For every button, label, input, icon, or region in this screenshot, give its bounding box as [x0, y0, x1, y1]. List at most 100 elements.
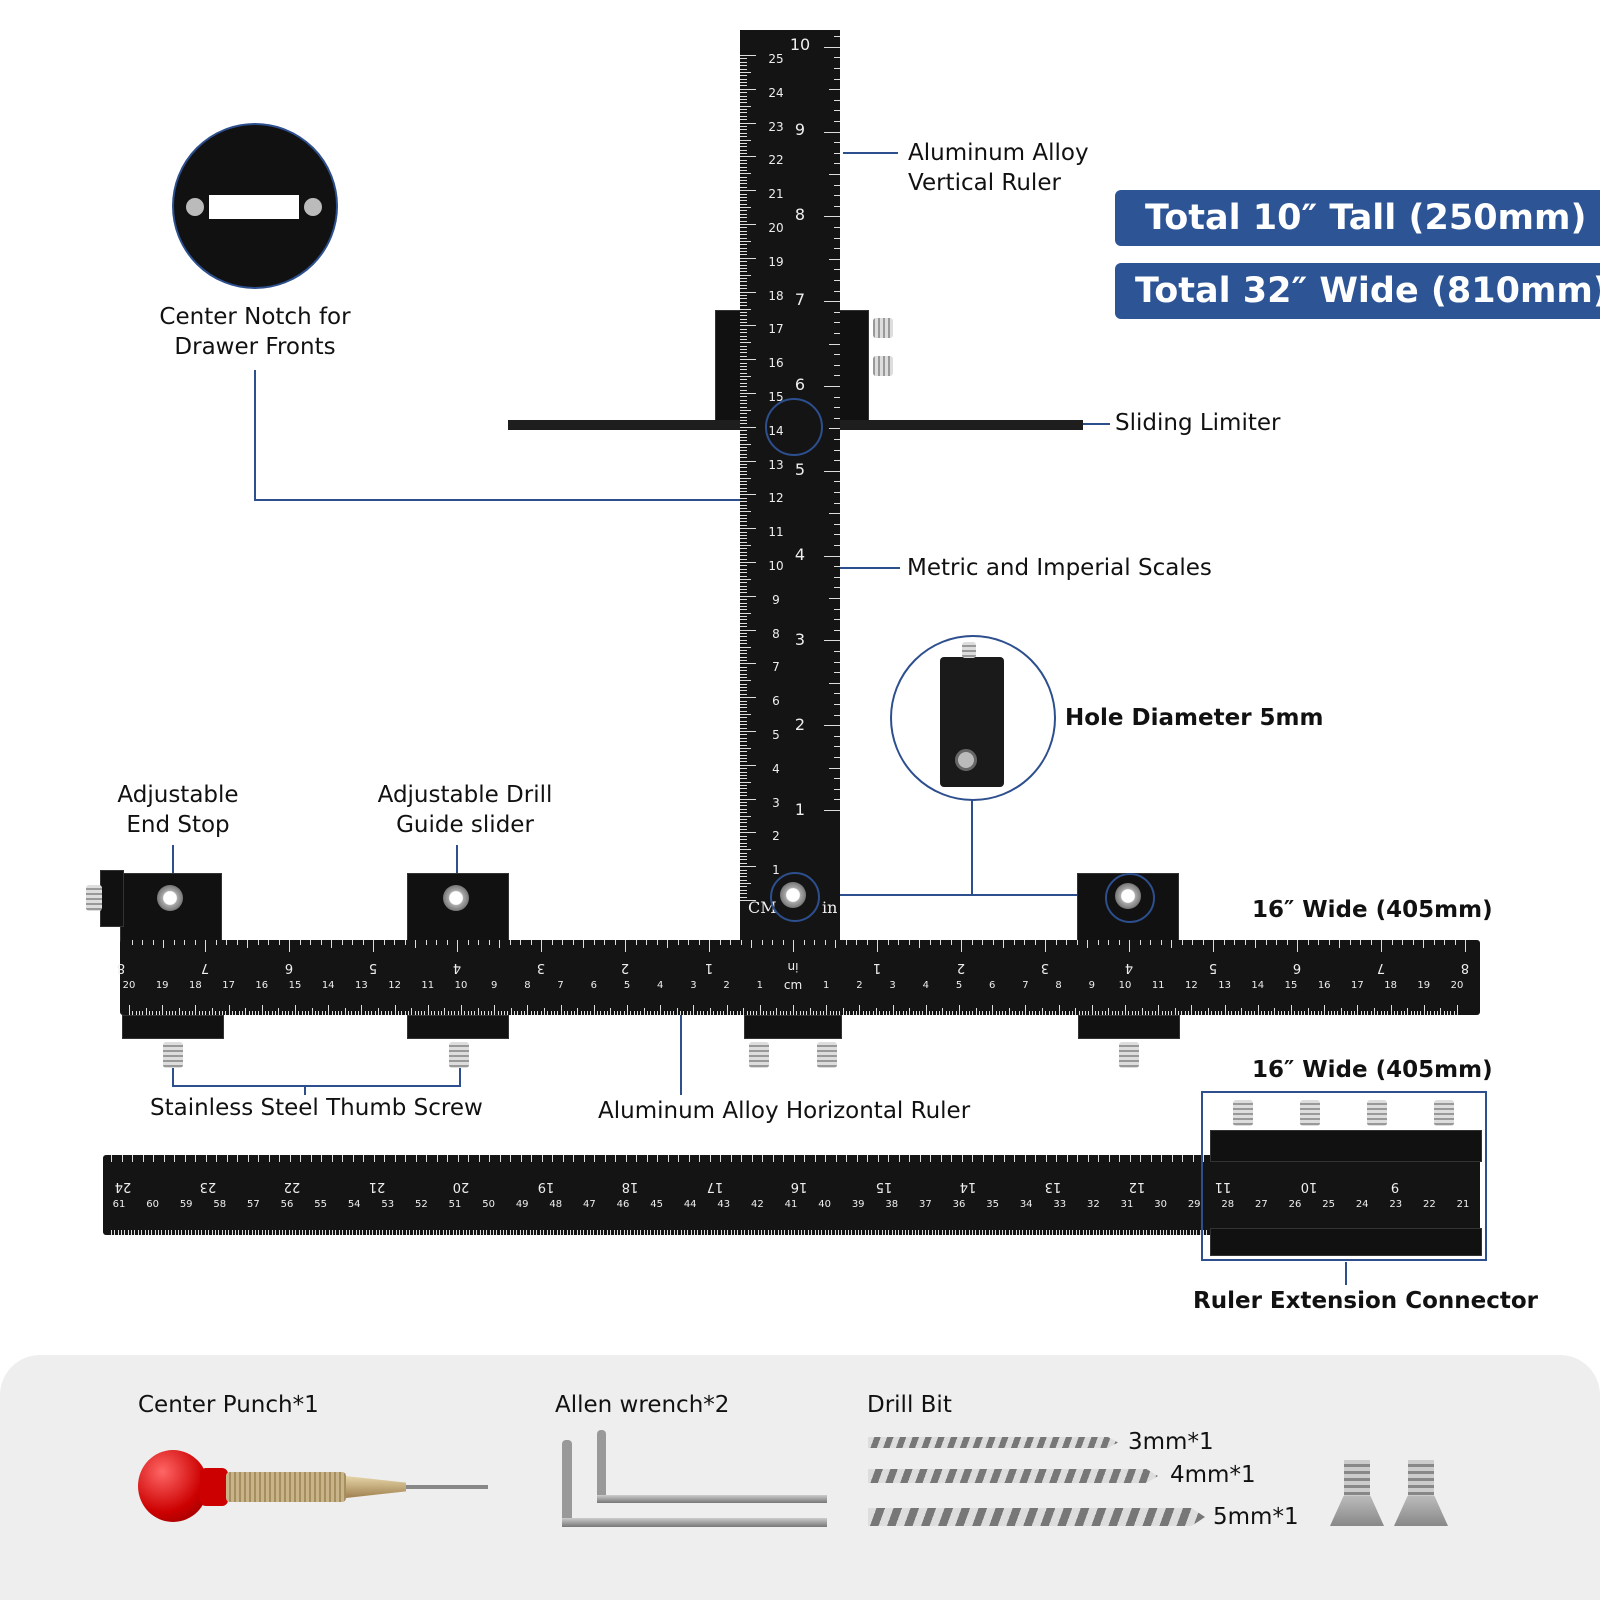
- cm-tick: [740, 193, 747, 195]
- cm-tick: [324, 1011, 326, 1015]
- cm-tick: [402, 1230, 404, 1235]
- cm-number: 55: [314, 1199, 327, 1210]
- inch-tick: [1171, 1155, 1173, 1162]
- cm-tick: [740, 217, 747, 219]
- inch-tick: [215, 940, 217, 945]
- cm-tick: [191, 1230, 193, 1235]
- cm-tick: [740, 457, 747, 459]
- inch-number: 1: [794, 800, 806, 819]
- cm-tick: [740, 666, 747, 668]
- thumb-screw[interactable]: [163, 1042, 183, 1068]
- drill-bit-3mm-icon: [868, 1437, 1118, 1448]
- inch-tick: [1234, 940, 1235, 945]
- cm-tick: [740, 791, 747, 793]
- cm-tick: [733, 1011, 735, 1015]
- cm-tick: [646, 1011, 648, 1015]
- cm-tick: [710, 1230, 712, 1235]
- cm-tick: [195, 1005, 197, 1015]
- cm-tick: [740, 626, 747, 628]
- cm-tick: [387, 1011, 389, 1015]
- cm-tick: [1443, 1011, 1445, 1015]
- cm-tick: [245, 1230, 246, 1235]
- inch-tick: [1307, 940, 1309, 945]
- cm-number: 51: [448, 1199, 462, 1210]
- thumb-screw[interactable]: [817, 1042, 837, 1068]
- cm-tick: [566, 1230, 568, 1235]
- inch-tick: [834, 746, 840, 748]
- cm-tick: [756, 1011, 758, 1015]
- cm-tick: [265, 1230, 267, 1235]
- cm-tick: [952, 1011, 954, 1015]
- cm-tick: [740, 575, 747, 577]
- center-notch-highlight: [765, 398, 823, 456]
- thumb-screw[interactable]: [1119, 1042, 1139, 1068]
- inch-tick: [751, 1155, 753, 1162]
- thumb-screw[interactable]: [1434, 1100, 1454, 1126]
- inch-tick: [268, 940, 269, 945]
- inch-tick: [1412, 940, 1414, 945]
- cm-tick: [261, 1005, 263, 1015]
- cm-tick: [740, 149, 747, 151]
- cm-tick: [1022, 1011, 1024, 1015]
- cm-tick: [982, 1011, 984, 1015]
- cm-tick: [740, 190, 756, 192]
- cm-tick: [740, 656, 747, 658]
- inch-tick: [205, 940, 206, 952]
- inch-tick: [341, 940, 343, 945]
- cm-tick: [740, 649, 747, 651]
- thumb-screw[interactable]: [873, 356, 893, 376]
- cm-tick: [740, 112, 747, 114]
- cm-tick: [617, 1011, 619, 1015]
- inch-tick: [834, 704, 840, 705]
- cm-tick: [740, 365, 747, 367]
- thumb-screw[interactable]: [449, 1042, 469, 1068]
- cm-tick: [271, 1011, 273, 1015]
- cm-tick: [587, 1011, 589, 1015]
- cm-tick: [799, 1011, 801, 1015]
- cm-tick: [740, 545, 751, 547]
- inch-tick: [993, 1155, 994, 1162]
- cm-number: 9: [1088, 980, 1095, 991]
- inch-number: 1: [872, 960, 882, 975]
- inch-tick: [919, 1155, 921, 1162]
- cm-number: 50: [482, 1199, 495, 1210]
- inch-tick: [834, 375, 840, 377]
- cm-tick: [657, 1230, 659, 1235]
- inch-tick: [829, 598, 840, 599]
- screw-icon: [186, 198, 204, 216]
- cm-tick: [740, 724, 747, 726]
- cm-tick: [1035, 1011, 1037, 1015]
- inch-tick: [950, 940, 952, 945]
- cm-tick: [600, 1011, 602, 1015]
- cm-tick: [740, 142, 747, 144]
- inch-tick: [803, 940, 805, 945]
- inch-tick: [1276, 940, 1277, 945]
- cm-number: 13: [768, 457, 784, 472]
- cm-tick: [872, 1011, 874, 1015]
- cm-tick: [696, 1011, 698, 1015]
- cm-tick: [489, 1230, 491, 1235]
- cm-tick: [948, 1230, 950, 1235]
- wide-label-2: 16″ Wide (405mm): [1252, 1057, 1493, 1083]
- thumb-screw[interactable]: [1300, 1100, 1320, 1126]
- thumb-screw[interactable]: [1233, 1100, 1253, 1126]
- cm-tick: [740, 386, 747, 388]
- cm-tick: [740, 115, 747, 117]
- cm-tick: [1320, 1011, 1322, 1015]
- cm-tick: [740, 210, 747, 212]
- cm-tick: [740, 301, 747, 303]
- thumb-screw[interactable]: [1367, 1100, 1387, 1126]
- inch-tick: [782, 940, 784, 945]
- inch-tick: [279, 1155, 280, 1162]
- thumb-screw[interactable]: [873, 318, 893, 338]
- inch-tick: [426, 1155, 427, 1162]
- thumb-screw[interactable]: [749, 1042, 769, 1068]
- thumb-screw[interactable]: [86, 885, 102, 911]
- inch-tick: [131, 940, 133, 945]
- cm-tick: [138, 1011, 140, 1015]
- cm-tick: [1045, 1011, 1047, 1015]
- cm-tick: [1310, 1011, 1312, 1015]
- cm-number: 1: [756, 980, 763, 991]
- inch-tick: [824, 555, 840, 557]
- end-stop-plate[interactable]: [100, 870, 124, 927]
